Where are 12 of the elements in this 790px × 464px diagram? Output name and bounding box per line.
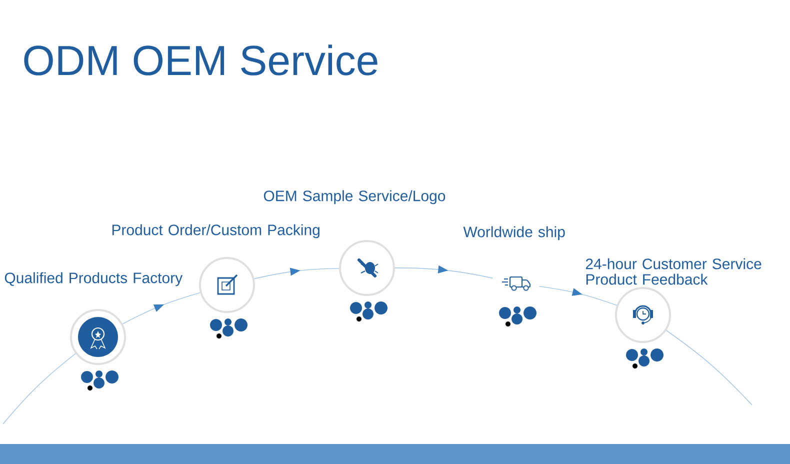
arc-line	[666, 330, 752, 406]
arrow	[122, 292, 200, 324]
title: ODM OEM Service	[24, 44, 378, 76]
step-label: Qualified Products Factory	[4, 272, 183, 286]
arrow	[254, 268, 340, 280]
step-label: Worldwide ship	[463, 226, 565, 240]
arc-line	[2, 353, 76, 424]
step-label: 24-hour Customer Service Product Feedback	[586, 258, 762, 285]
arrow	[538, 286, 618, 306]
step-label: OEM Sample Service/Logo	[264, 190, 446, 204]
step-label: Product Order/Custom Packing	[112, 224, 320, 238]
arrow	[394, 265, 494, 279]
